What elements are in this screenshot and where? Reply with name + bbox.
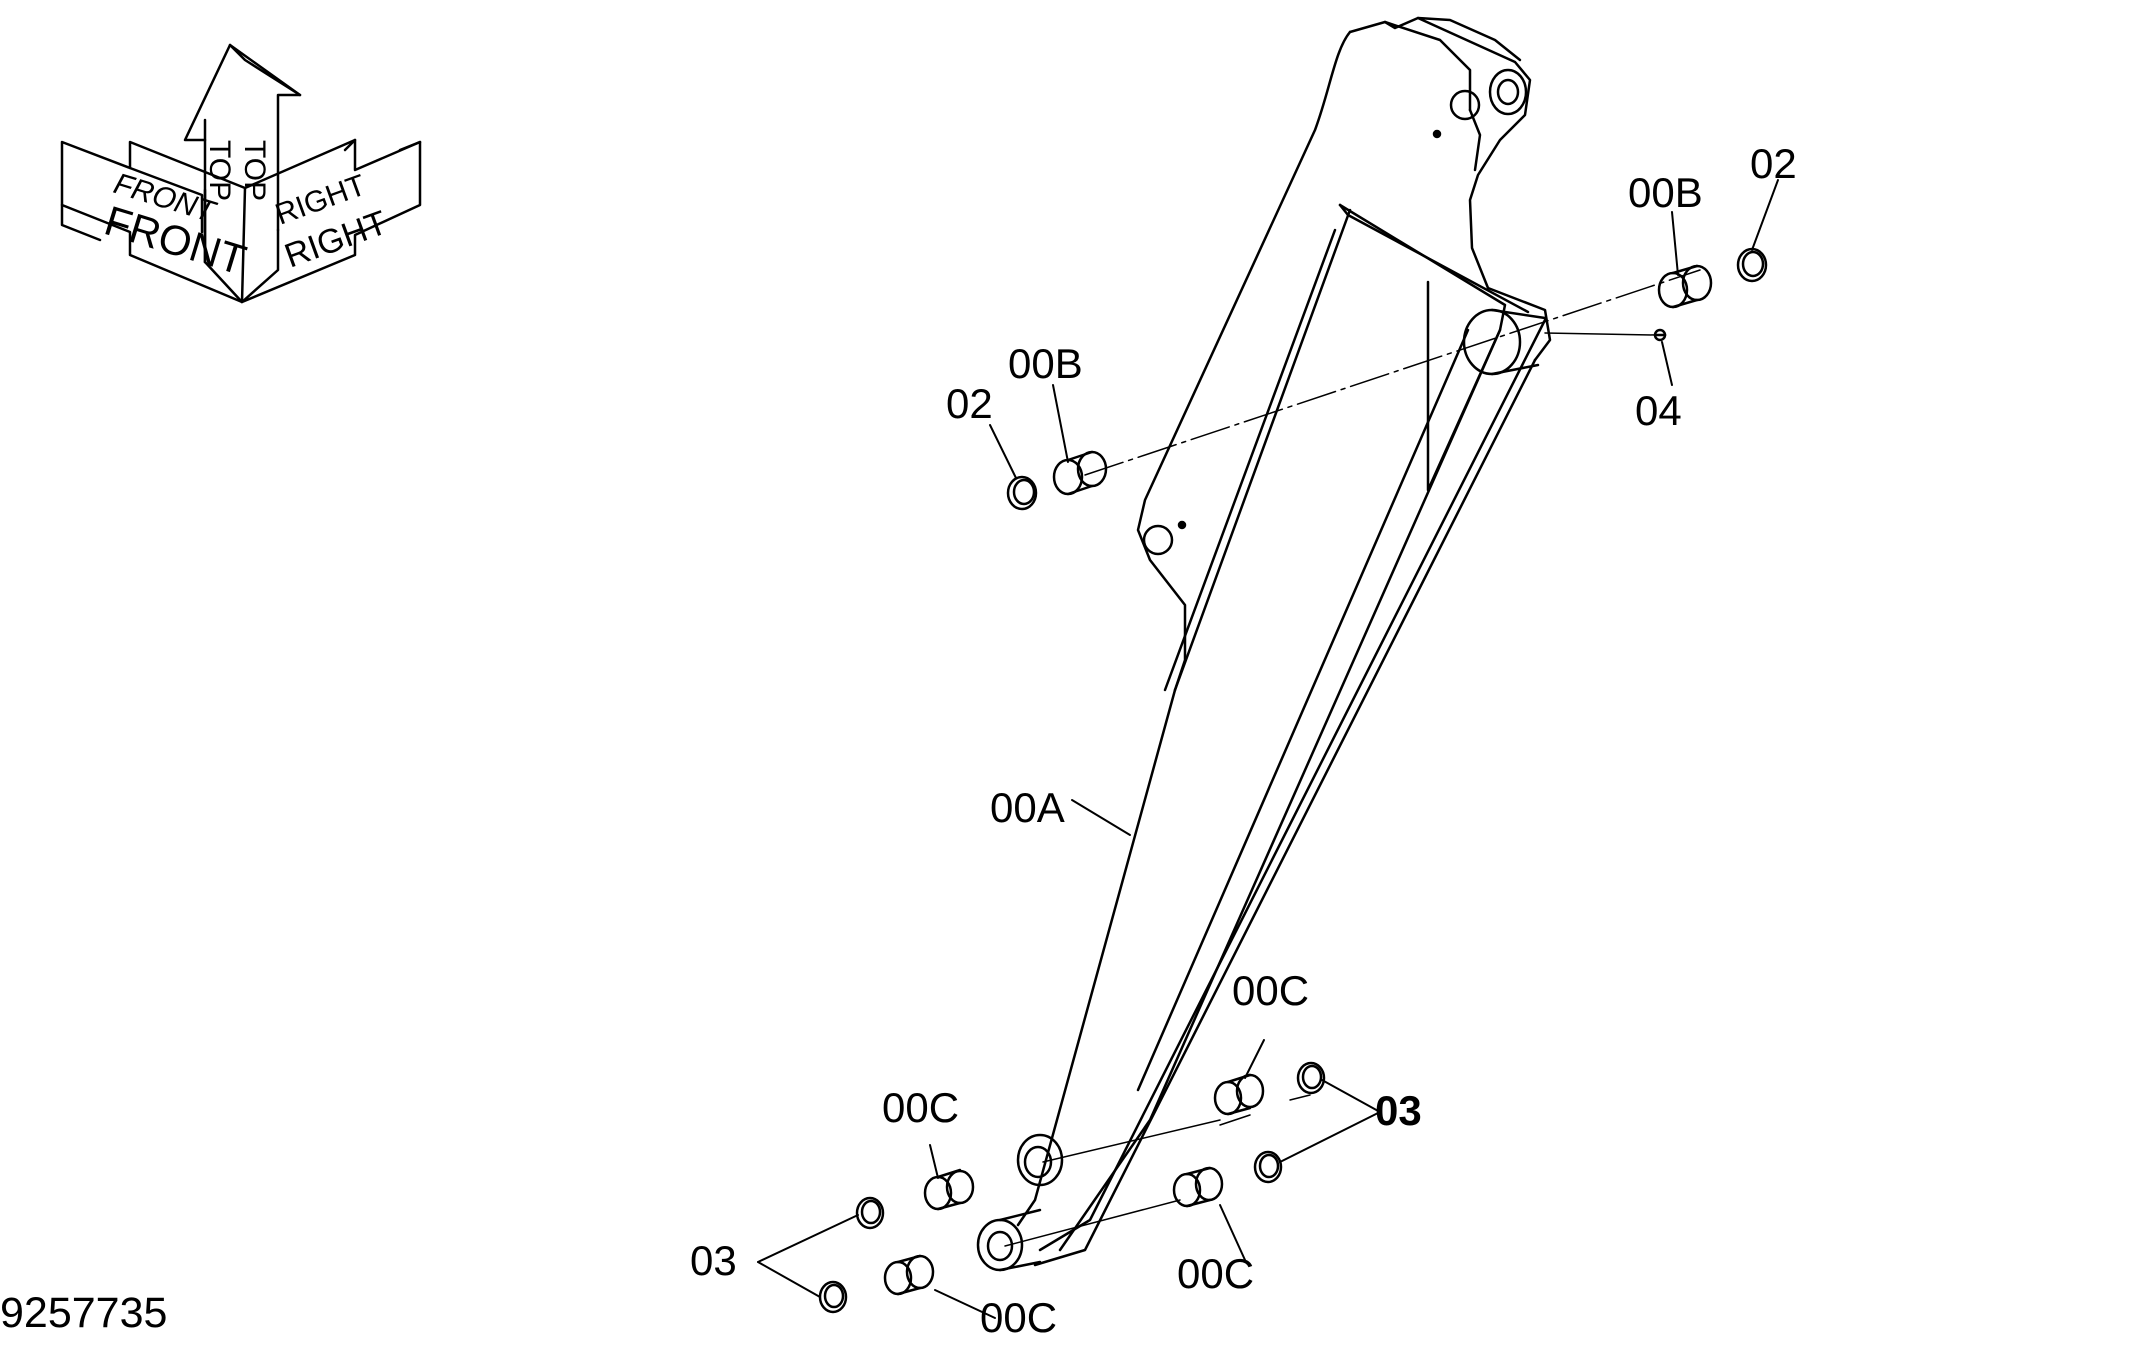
ring-top-right (1736, 247, 1768, 283)
callout-bushing-upper-right: 00C (1232, 967, 1309, 1014)
callout-bushing-top-right: 00B (1628, 169, 1703, 216)
bushing-lower-left (883, 1254, 935, 1296)
bushing-top-left (1052, 450, 1108, 496)
callout-ring-top-right: 02 (1750, 140, 1797, 187)
ring-lower-right (1253, 1150, 1283, 1184)
bushing-lower-right (1172, 1166, 1224, 1208)
ring-top-left (1006, 475, 1038, 511)
document-number: 9257735 (0, 1289, 168, 1337)
callout-ring-group-right: 03 (1375, 1087, 1422, 1134)
ring-upper-left (855, 1196, 885, 1230)
callout-labels: 00A 00B 02 00B 02 04 00C 00C 00C 00C 03 … (690, 140, 1797, 1341)
ring-lower-left (818, 1280, 848, 1314)
callout-arm: 00A (990, 784, 1065, 831)
orientation-top-label-ghost: TOP (238, 140, 271, 201)
bushing-upper-right (1213, 1073, 1265, 1116)
orientation-top-label: TOP (203, 140, 236, 201)
bushing-upper-left (923, 1168, 975, 1211)
grease-fitting (1653, 328, 1667, 342)
arm-body (976, 16, 1552, 1272)
callout-ring-group-left: 03 (690, 1237, 737, 1284)
callout-fitting: 04 (1635, 387, 1682, 434)
orientation-indicator: FRONT FRONT TOP TOP RIGHT RIGHT (60, 43, 422, 304)
leader-lines (757, 179, 1779, 1319)
callout-bushing-lower-left: 00C (980, 1294, 1057, 1341)
callout-bushing-lower-right: 00C (1177, 1250, 1254, 1297)
callout-bushing-upper-left: 00C (882, 1084, 959, 1131)
ring-upper-right (1296, 1061, 1326, 1095)
bushing-top-right (1657, 264, 1713, 309)
callout-bushing-top-left: 00B (1008, 340, 1083, 387)
callout-ring-top-left: 02 (946, 380, 993, 427)
pin-axis-lines (1004, 269, 1701, 1247)
